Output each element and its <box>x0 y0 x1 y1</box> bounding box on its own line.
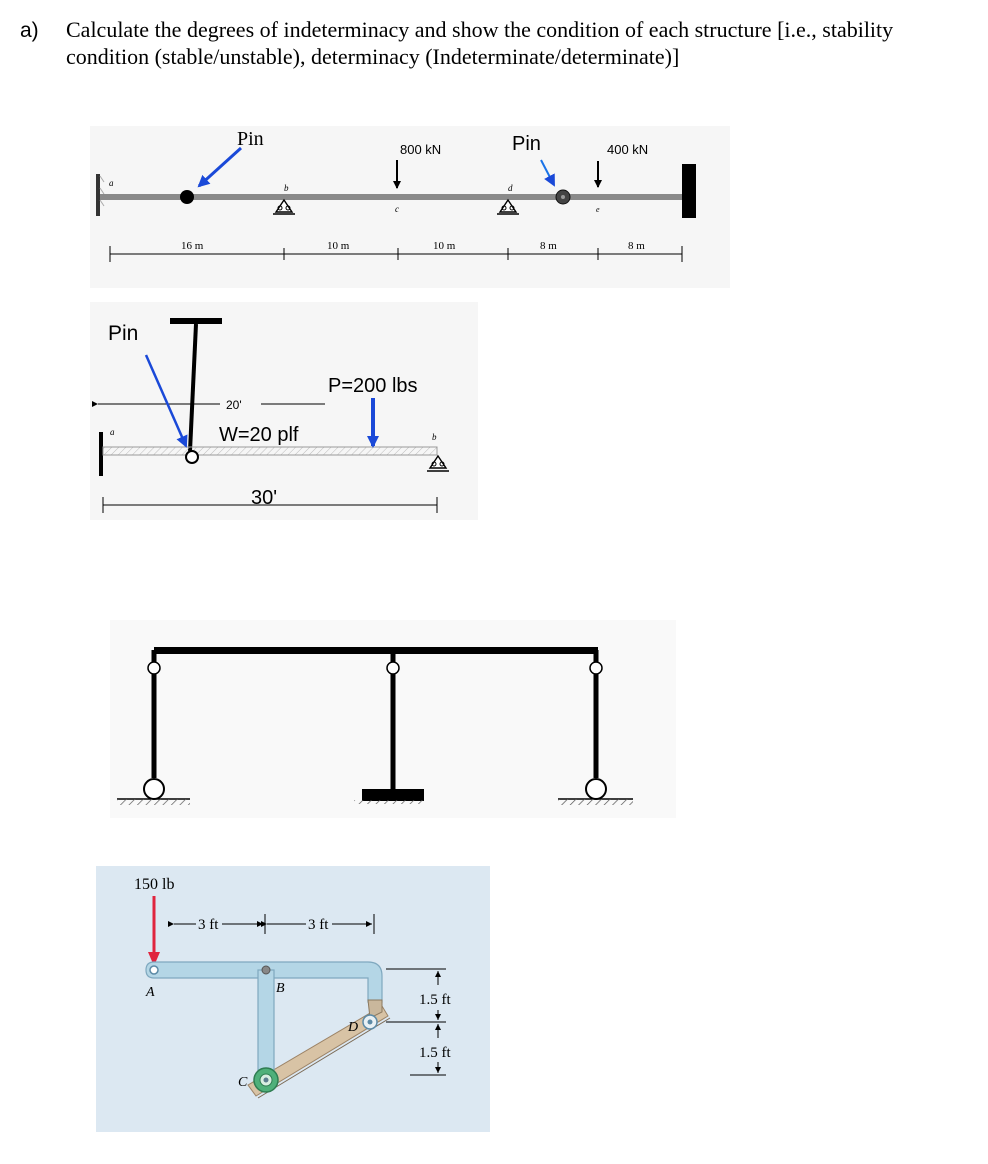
dim-label-3ft-1: 3 ft <box>198 917 219 933</box>
dim-label-1-5ft-2: 1.5 ft <box>419 1045 451 1061</box>
figure-1-background <box>90 126 730 288</box>
dim-label-3ft-2: 3 ft <box>308 917 329 933</box>
vertical-member <box>257 969 275 1079</box>
internal-pin-left <box>180 190 194 204</box>
point-label-c: c <box>395 204 399 214</box>
fixed-support-left <box>96 174 100 216</box>
frame-top-beam <box>154 647 598 654</box>
dim-label-20ft: 20' <box>226 398 242 412</box>
roller-support-b: b <box>273 183 295 215</box>
load-label-c: 800 kN <box>400 142 441 157</box>
pin-label: Pin <box>108 322 138 345</box>
point-label-a: a <box>109 178 114 188</box>
dim-label-8m-1: 8 m <box>540 240 557 252</box>
pin-b <box>261 965 271 975</box>
pin-support-right <box>585 778 607 800</box>
pin-support-left <box>143 778 165 800</box>
hinge-middle-top <box>386 661 400 675</box>
load-label-e: 400 kN <box>607 142 648 157</box>
point-load-label: P=200 lbs <box>328 375 418 397</box>
ceiling-support <box>170 318 222 324</box>
point-label-B: B <box>276 981 285 996</box>
point-label-C: C <box>238 1075 248 1090</box>
question-line-2: condition (stable/unstable), determinacy… <box>66 44 679 69</box>
beam <box>102 446 438 456</box>
structure-2-beam: Pin 20' a W=20 plf P=200 lbs b <box>90 302 478 520</box>
horizontal-member <box>145 961 383 1003</box>
dim-label-30ft: 30' <box>251 487 277 509</box>
structure-3-frame <box>110 620 676 818</box>
load-label: 150 lb <box>134 876 174 893</box>
structure-4-frame: 150 lb 3 ft 3 ft A B D C <box>96 866 490 1132</box>
dim-label-8m-2: 8 m <box>628 240 645 252</box>
roller-support-b: b <box>427 432 449 472</box>
structure-1-beam: a Pin b 800 kN c d Pi <box>90 126 730 288</box>
pin-label-right: Pin <box>512 133 541 155</box>
point-label-a: a <box>110 427 115 437</box>
dim-label-16m: 16 m <box>181 240 204 252</box>
point-label-D: D <box>347 1020 358 1035</box>
pin-a <box>149 965 159 975</box>
roller-support-d: d <box>497 183 519 215</box>
pin-pointer-arrow-right <box>540 159 555 187</box>
question-label: a) <box>20 19 39 42</box>
pin-label-left: Pin <box>237 128 264 150</box>
dim-label-10m-2: 10 m <box>433 240 456 252</box>
fixed-support-right <box>682 164 696 218</box>
question-line-1: Calculate the degrees of indeterminacy a… <box>66 17 893 42</box>
point-label-d: d <box>508 183 513 193</box>
dim-label-10m-1: 10 m <box>327 240 350 252</box>
load-arrowhead <box>148 952 160 966</box>
dimension-line-1: 16 m 10 m 10 m 8 m 8 m <box>109 240 683 262</box>
question: a) Calculate the degrees of indeterminac… <box>20 17 893 69</box>
point-label-b: b <box>432 432 437 442</box>
hanger-member <box>188 323 198 452</box>
distributed-load-label: W=20 plf <box>219 424 299 446</box>
point-label-A: A <box>145 985 155 1000</box>
inclined-surface <box>247 1005 389 1097</box>
fixed-support-middle <box>362 789 424 801</box>
point-label-e: e <box>596 205 600 214</box>
pin-connection <box>185 450 199 464</box>
hinge-left-top <box>147 661 161 675</box>
pin-pointer-arrow-left <box>197 146 243 188</box>
hinge-right-top <box>589 661 603 675</box>
dim-label-1-5ft-1: 1.5 ft <box>419 992 451 1008</box>
beam <box>100 194 682 200</box>
point-label-b: b <box>284 183 289 193</box>
fixed-support-a <box>99 432 103 476</box>
pin-pointer-arrow <box>144 354 188 448</box>
figure-2-background <box>90 302 478 520</box>
figure-4-background <box>96 866 490 1132</box>
